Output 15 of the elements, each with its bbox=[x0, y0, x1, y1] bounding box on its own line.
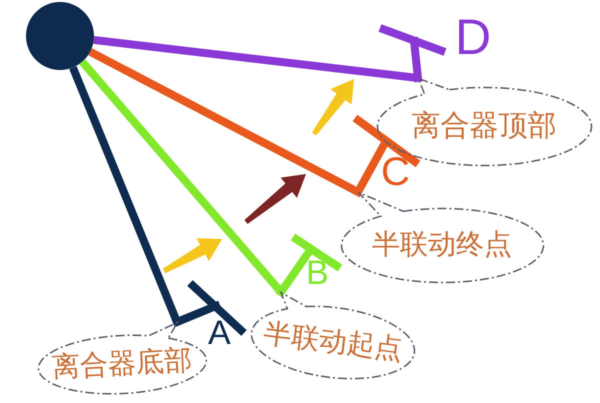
callout-text: 离合器顶部 bbox=[412, 110, 556, 142]
position-letter: D bbox=[455, 12, 492, 62]
position-letter: C bbox=[381, 152, 410, 192]
callout-bubble bbox=[250, 290, 416, 380]
position-letter: B bbox=[306, 256, 329, 290]
lever-arm bbox=[69, 66, 248, 337]
position-letter: A bbox=[208, 316, 231, 350]
lever-arm bbox=[88, 48, 422, 196]
callout-bubble bbox=[340, 190, 544, 284]
callout-text: 半联动终点 bbox=[372, 230, 512, 260]
lever-arm bbox=[93, 24, 449, 82]
callout-text: 离合器底部 bbox=[51, 344, 193, 384]
callout-bubble bbox=[36, 320, 208, 395]
callout-text: 半联动起点 bbox=[262, 318, 404, 366]
lever-arm bbox=[79, 59, 344, 296]
